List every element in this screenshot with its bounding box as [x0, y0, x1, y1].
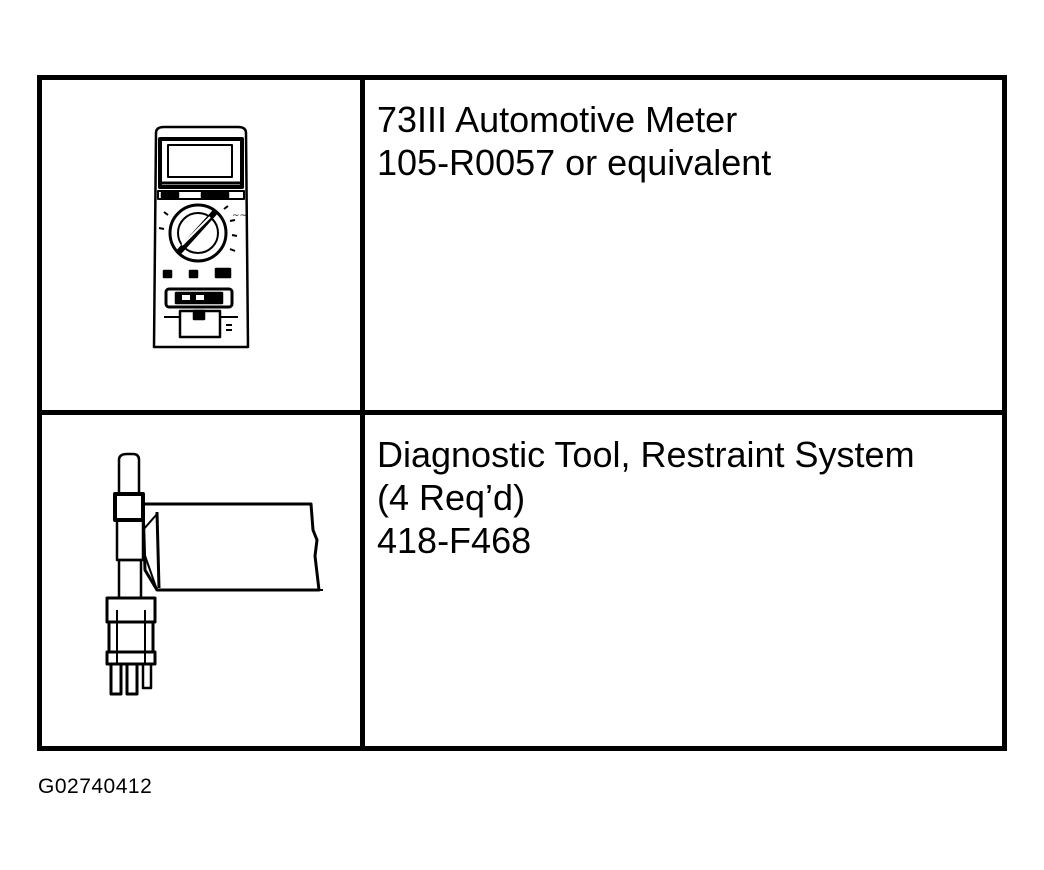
- restraint-diagnostic-tool-illustration: [105, 452, 323, 696]
- tool-image-cell: [42, 415, 365, 746]
- tool-name: 73III Automotive Meter: [377, 99, 738, 140]
- tool-description-cell: 73III Automotive Meter 105-R0057 or equi…: [365, 80, 1002, 410]
- tool-description: Diagnostic Tool, Restraint System (4 Req…: [377, 433, 915, 562]
- multimeter-illustration: ~~: [152, 125, 250, 349]
- svg-text:~~: ~~: [232, 211, 247, 221]
- tool-description-cell: Diagnostic Tool, Restraint System (4 Req…: [365, 415, 1002, 746]
- tool-name: Diagnostic Tool, Restraint System: [377, 434, 915, 475]
- tool-part-number: 418-F468: [377, 520, 532, 561]
- tool-quantity: (4 Req’d): [377, 477, 526, 518]
- tool-part-number: 105-R0057 or equivalent: [377, 142, 772, 183]
- tool-row-meter: ~~ 73III Automotive Meter 105-R005: [42, 80, 1002, 415]
- tool-image-cell: ~~: [42, 80, 365, 410]
- figure-id: G02740412: [38, 775, 153, 798]
- tool-row-diagnostic: Diagnostic Tool, Restraint System (4 Req…: [42, 415, 1002, 746]
- tool-table: ~~ 73III Automotive Meter 105-R005: [37, 75, 1007, 751]
- tool-description: 73III Automotive Meter 105-R0057 or equi…: [377, 98, 771, 184]
